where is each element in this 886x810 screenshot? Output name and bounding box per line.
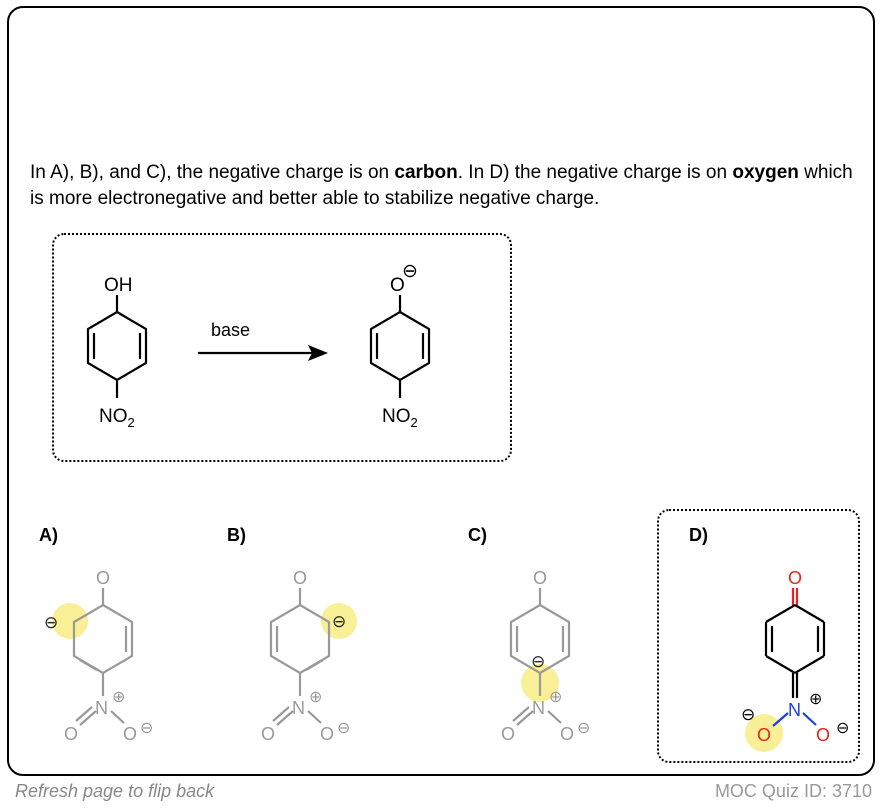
option-a-carbanion-charge: ⊖	[44, 613, 58, 632]
option-c-oxygen-right: O	[560, 724, 574, 744]
option-d-label[interactable]: D)	[689, 525, 708, 545]
explanation-bold-oxygen: oxygen	[732, 162, 799, 183]
product-minus-charge: ⊖	[402, 261, 418, 282]
option-b-label[interactable]: B)	[227, 525, 246, 545]
option-a-carbonyl-oxygen: O	[96, 568, 110, 588]
option-c-carbanion-charge: ⊖	[531, 652, 545, 671]
quiz-card	[7, 6, 875, 776]
option-c-nitrogen: N	[532, 698, 545, 718]
option-d-carbonyl-oxygen: O	[788, 568, 802, 588]
option-c-minus-oxygen: ⊖	[577, 720, 590, 737]
explanation-text: In A), B), and C), the negative charge i…	[30, 160, 860, 212]
product-oxygen-label: O	[390, 275, 405, 296]
option-a-oxygen-right: O	[123, 724, 137, 744]
option-d-minus-right: ⊖	[836, 720, 849, 737]
option-b-carbonyl-oxygen: O	[293, 568, 307, 588]
refresh-hint[interactable]: Refresh page to flip back	[15, 781, 215, 801]
product-nitrophenoxide	[369, 295, 431, 398]
correct-answer-box	[657, 509, 860, 763]
option-b-carbanion-charge: ⊖	[332, 612, 346, 631]
option-d-oxygen-left: O	[757, 725, 771, 745]
option-d-plus-charge: ⊕	[809, 691, 822, 708]
reactant-oh-label: OH	[104, 275, 133, 296]
option-b-oxygen-left: O	[261, 724, 275, 744]
option-c-carbonyl-oxygen: O	[533, 568, 547, 588]
explanation-part-2: . In D) the negative charge is on	[457, 162, 733, 183]
option-c-oxygen-left: O	[501, 724, 515, 744]
explanation-part-3: which is more electronegative and better…	[30, 162, 853, 209]
option-a-highlight	[52, 603, 88, 639]
option-a-minus-oxygen: ⊖	[140, 720, 153, 737]
option-a-oxygen-left: O	[64, 724, 78, 744]
product-nitro-label: NO2	[382, 406, 418, 430]
option-c-label[interactable]: C)	[468, 525, 487, 545]
explanation-bold-carbon: carbon	[394, 162, 458, 183]
option-d-minus-left: ⊖	[741, 705, 755, 724]
option-b-minus-oxygen: ⊖	[337, 720, 350, 737]
reactant-nitrophenol	[86, 295, 148, 398]
reactant-nitro-label: NO2	[99, 406, 135, 430]
option-a-plus-charge: ⊕	[112, 689, 125, 706]
option-c-plus-charge: ⊕	[549, 689, 562, 706]
explanation-part-1: In A), B), and C), the negative charge i…	[30, 162, 395, 183]
option-d-nitrogen: N	[788, 700, 801, 720]
option-a-nitrogen: N	[95, 698, 108, 718]
reagent-base-label: base	[211, 320, 250, 340]
reaction-arrow	[198, 345, 328, 361]
option-b-oxygen-right: O	[320, 724, 334, 744]
option-b-nitrogen: N	[292, 698, 305, 718]
option-b-plus-charge: ⊕	[309, 689, 322, 706]
reaction-box	[52, 233, 512, 462]
quiz-id: MOC Quiz ID: 3710	[714, 781, 872, 801]
option-d-oxygen-right: O	[816, 725, 830, 745]
option-d-highlight	[745, 714, 783, 752]
option-a-label[interactable]: A)	[39, 525, 58, 545]
